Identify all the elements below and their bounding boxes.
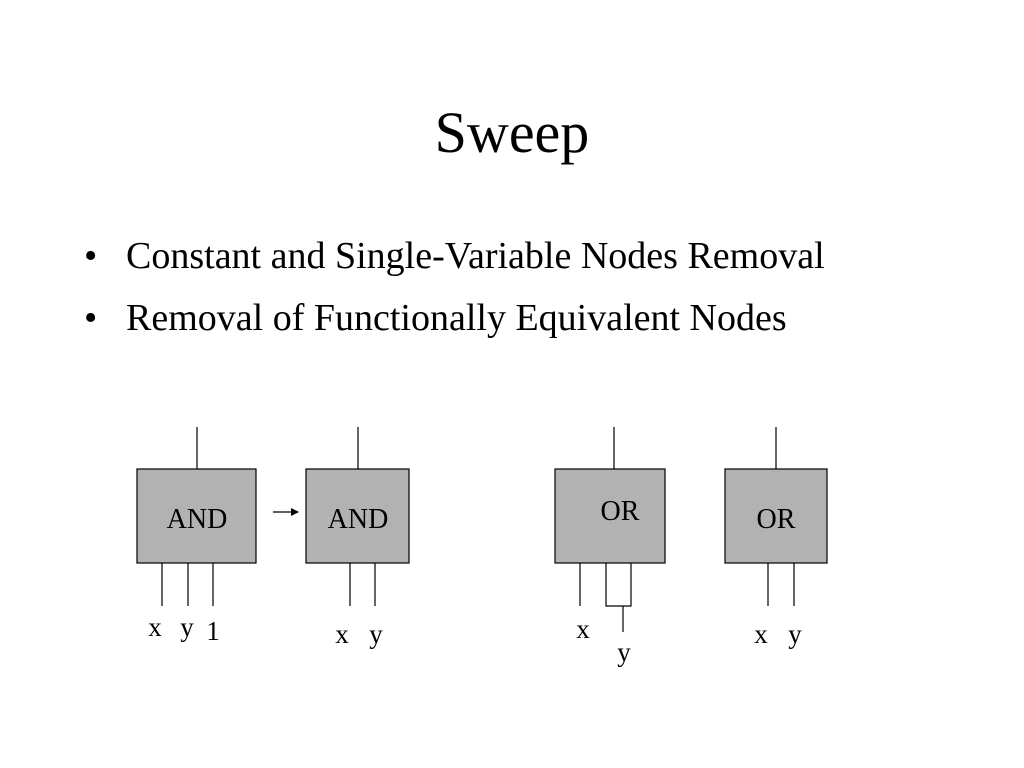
input-label: y [369, 619, 383, 649]
gate-label: OR [601, 496, 640, 527]
gate-label: AND [328, 504, 389, 535]
or-gate [724, 468, 828, 564]
bullet-marker: • [84, 235, 98, 277]
gate-label: AND [167, 504, 228, 535]
gate-label: OR [757, 504, 796, 535]
bullet-text: Removal of Functionally Equivalent Nodes [126, 297, 787, 339]
and-gate [305, 468, 410, 564]
bullet-text: Constant and Single-Variable Nodes Remov… [126, 235, 825, 277]
or-gate [554, 468, 666, 564]
input-label: y [180, 612, 194, 642]
slide-title: Sweep [434, 100, 590, 165]
bullet-item: • Constant and Single-Variable Nodes Rem… [84, 232, 984, 280]
joined-input-wire [605, 563, 632, 607]
bullet-item: • Removal of Functionally Equivalent Nod… [84, 294, 984, 342]
bullet-list: • Constant and Single-Variable Nodes Rem… [84, 232, 984, 356]
input-label: x [148, 612, 162, 642]
input-label: y [788, 619, 802, 649]
input-label: x [754, 619, 768, 649]
and-gate [136, 468, 257, 564]
input-label: x [576, 614, 590, 644]
bullet-marker: • [84, 297, 98, 339]
arrow-head-icon [291, 508, 299, 516]
input-label: y [617, 637, 631, 667]
input-label: x [335, 619, 349, 649]
input-label: 1 [206, 616, 220, 646]
